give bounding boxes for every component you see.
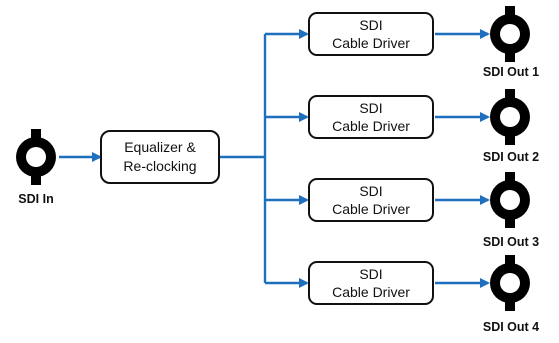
- cable-driver-block-2: SDI Cable Driver: [308, 95, 434, 139]
- processor-line-2: Re-clocking: [123, 158, 196, 174]
- cable-driver-block-1: SDI Cable Driver: [308, 12, 434, 56]
- sdi-input-bnc-connector-icon: [16, 129, 56, 185]
- output-3-label: SDI Out 3: [483, 235, 539, 249]
- driver-3-line-2: Cable Driver: [332, 201, 410, 217]
- driver-2-line-2: Cable Driver: [332, 118, 410, 134]
- signal-lines: [59, 29, 490, 288]
- input-label: SDI In: [18, 192, 53, 206]
- sdi-out-2-bnc-connector-icon: [490, 89, 530, 145]
- cable-driver-block-4: SDI Cable Driver: [308, 261, 434, 305]
- processor-line-1: Equalizer &: [124, 139, 196, 155]
- sdi-out-3-bnc-connector-icon: [490, 172, 530, 228]
- cable-driver-block-3: SDI Cable Driver: [308, 178, 434, 222]
- output-4-label: SDI Out 4: [483, 320, 539, 334]
- output-2-label: SDI Out 2: [483, 150, 539, 164]
- equalizer-reclocking-block: Equalizer & Re-clocking: [100, 130, 220, 184]
- sdi-out-1-bnc-connector-icon: [490, 6, 530, 62]
- driver-1-line-2: Cable Driver: [332, 35, 410, 51]
- driver-2-line-1: SDI: [359, 100, 382, 116]
- driver-4-line-2: Cable Driver: [332, 284, 410, 300]
- output-1-label: SDI Out 1: [483, 65, 539, 79]
- sdi-out-4-bnc-connector-icon: [490, 255, 530, 311]
- driver-4-line-1: SDI: [359, 266, 382, 282]
- driver-1-line-1: SDI: [359, 17, 382, 33]
- driver-3-line-1: SDI: [359, 183, 382, 199]
